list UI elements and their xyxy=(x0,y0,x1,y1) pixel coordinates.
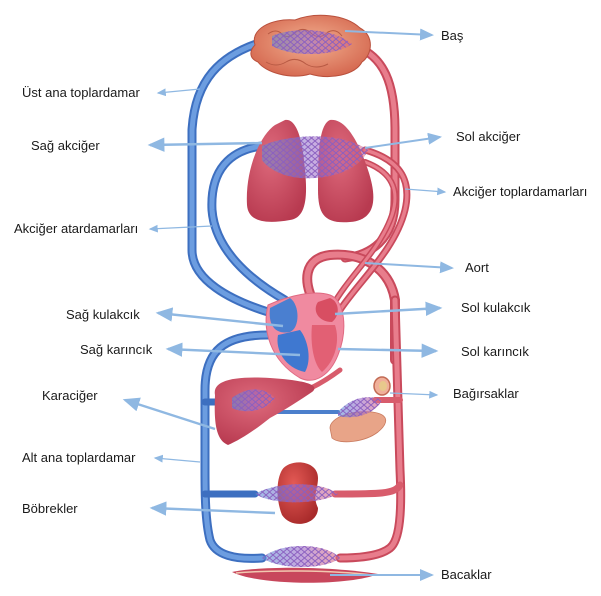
label-bacaklar: Bacaklar xyxy=(441,567,492,582)
left-atrium xyxy=(315,298,338,322)
right-ventricle xyxy=(277,330,309,372)
pointer-sag-karincik xyxy=(165,342,301,357)
pointer-sag-akciger xyxy=(147,137,263,152)
label-bagirsaklar: Bağırsaklar xyxy=(453,386,519,401)
liver xyxy=(214,377,315,445)
label-alt-ana-toplardamar: Alt ana toplardamar xyxy=(22,450,136,465)
label-ust-ana-toplardamar: Üst ana toplardamar xyxy=(22,85,140,100)
label-bobrekler: Böbrekler xyxy=(22,501,78,516)
legs xyxy=(232,546,378,583)
right-atrium xyxy=(269,298,298,333)
veins-blue xyxy=(187,37,340,563)
pointer-ust-ana-toplardamar xyxy=(156,88,201,97)
label-sol-akciger: Sol akciğer xyxy=(456,129,521,144)
pointer-akciger-toplardamarlari xyxy=(404,187,447,196)
pointer-lines xyxy=(122,28,454,581)
label-sol-kulakcik: Sol kulakcık xyxy=(461,300,531,315)
pointer-bas xyxy=(344,28,434,41)
pointer-alt-ana-toplardamar xyxy=(153,454,201,463)
arteries-red xyxy=(272,40,411,563)
label-sag-akciger: Sağ akciğer xyxy=(31,138,100,153)
label-karaciger: Karaciğer xyxy=(42,388,98,403)
pointer-sag-kulakcik xyxy=(155,307,284,328)
label-akciger-toplardamarlari: Akciğer toplardamarları xyxy=(453,184,588,199)
pointer-sol-akciger xyxy=(364,132,442,149)
label-sag-kulakcik: Sağ kulakcık xyxy=(66,307,140,322)
intestines xyxy=(329,376,391,443)
heart xyxy=(265,292,345,381)
pointer-bobrekler xyxy=(149,501,276,516)
pointer-sol-karincik xyxy=(337,343,439,358)
label-akciger-atardamarlari: Akciğer atardamarları xyxy=(14,221,139,236)
pointer-karaciger xyxy=(122,397,216,431)
pointer-akciger-atardamarlari xyxy=(148,224,213,233)
pointer-bagirsaklar xyxy=(389,390,439,399)
lungs xyxy=(246,119,374,223)
left-ventricle xyxy=(311,325,338,372)
kidney xyxy=(255,462,338,524)
label-sag-karincik: Sağ karıncık xyxy=(80,342,153,357)
brain xyxy=(250,14,371,77)
inferior-vena-cava xyxy=(200,330,273,563)
label-sol-karincik: Sol karıncık xyxy=(461,344,529,359)
pointer-aort xyxy=(364,261,454,274)
label-bas: Baş xyxy=(441,28,464,43)
pointer-sol-kulakcik xyxy=(334,301,443,317)
label-aort: Aort xyxy=(465,260,489,275)
